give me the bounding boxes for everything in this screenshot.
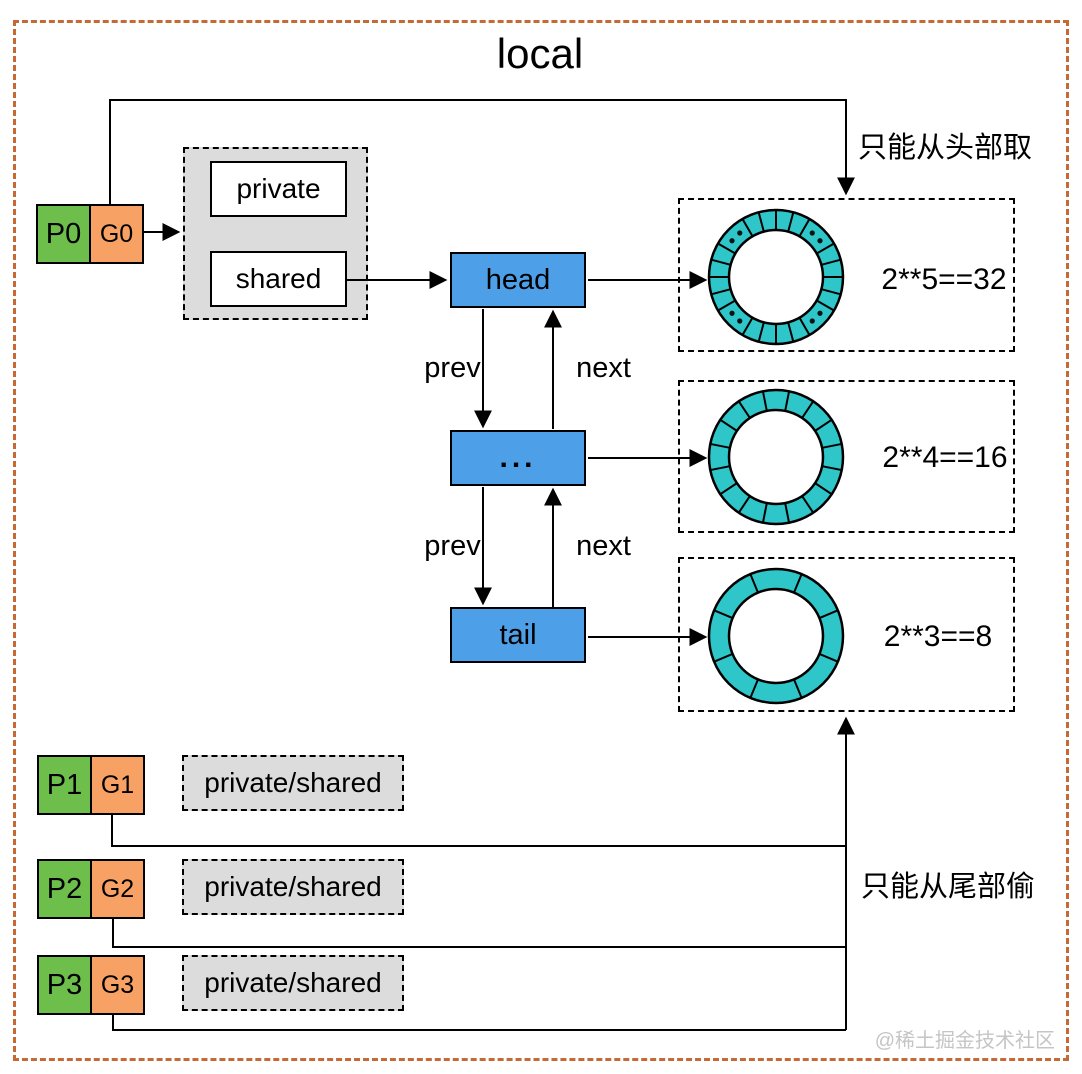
middle-node: ... [450,430,586,486]
p1-g1-pair: P1 G1 [37,755,145,815]
p1-queue-box: private/shared [182,755,404,811]
goroutine-g2: G2 [90,859,145,919]
goroutine-g3: G3 [90,955,145,1015]
line-g2-steal-path [112,916,846,948]
ring-box-8 [678,557,1015,712]
ring-label-32: 2**5==32 [881,263,1007,296]
tail-node: tail [450,607,586,663]
next-label-bottom: next [576,530,631,562]
prev-label-top: prev [424,352,481,384]
ring-box-16 [678,380,1015,533]
p3-g3-pair: P3 G3 [37,955,145,1015]
ring-box-32 [678,198,1015,352]
arrow-g0-to-ring32-head [109,99,855,204]
private-queue-box: private [210,161,347,217]
prev-label-bottom: prev [424,530,481,562]
line-g1-steal-path [111,812,846,847]
next-label-top: next [576,352,631,384]
page-title: local [496,30,584,77]
watermark: @稀土掘金技术社区 [874,1030,1055,1052]
ring-buffer-16 [707,388,845,526]
diagram-border [13,20,1069,1061]
shared-queue-box: shared [210,251,347,307]
ring-buffer-8 [707,567,845,705]
head-node: head [450,252,586,308]
ring-buffer-32 [707,208,845,346]
ring-label-8: 2**3==8 [883,620,993,653]
middle-node-label: ... [499,441,537,474]
p0-g0-pair: P0 G0 [36,204,144,264]
annotation-steal-from-tail: 只能从尾部偷 [860,871,1035,903]
annotation-take-from-head: 只能从头部取 [857,132,1032,164]
line-g3-steal-path [112,1011,846,1031]
processor-p3: P3 [37,955,92,1015]
p2-queue-box: private/shared [182,859,404,915]
processor-p1: P1 [37,755,92,815]
processor-p0: P0 [36,204,91,264]
processor-p2: P2 [37,859,92,919]
p3-queue-box: private/shared [182,955,404,1011]
goroutine-g0: G0 [89,204,144,264]
goroutine-g1: G1 [90,755,145,815]
ring-label-16: 2**4==16 [882,441,1008,474]
p2-g2-pair: P2 G2 [37,859,145,919]
